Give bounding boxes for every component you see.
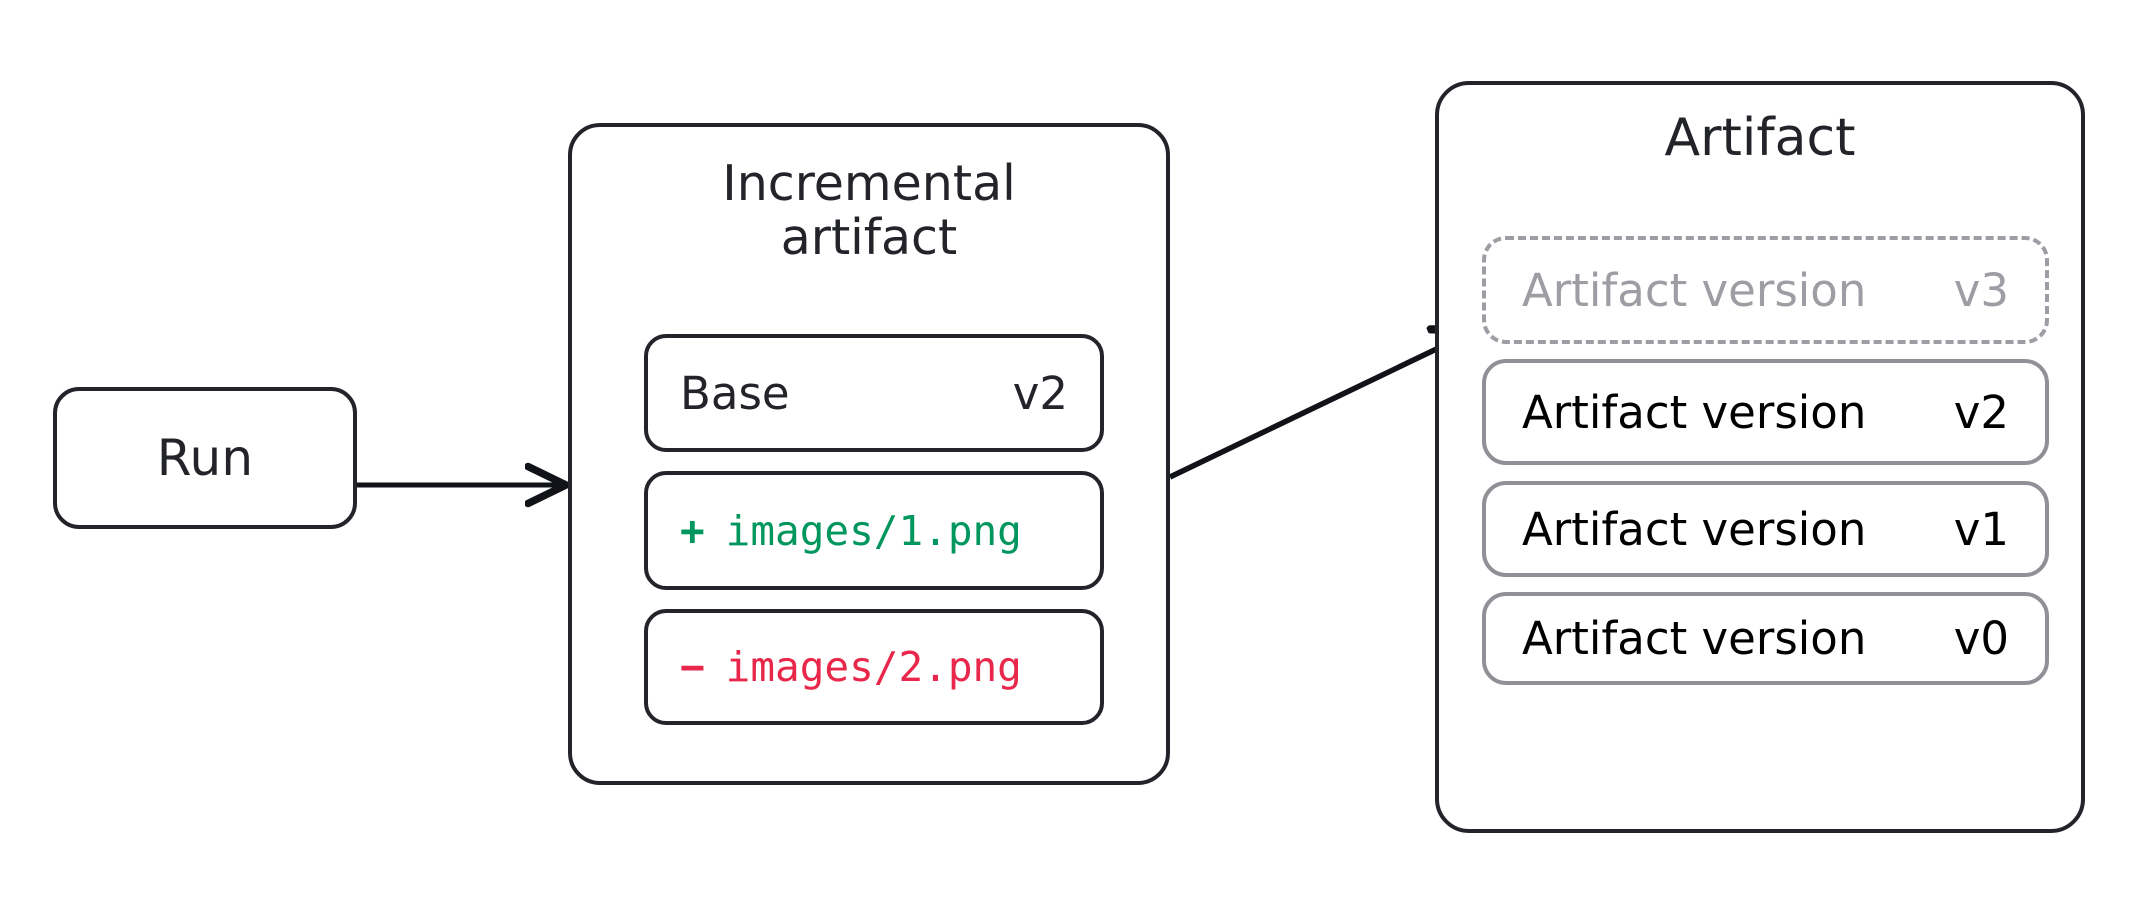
run-node[interactable]: Run (53, 387, 357, 529)
artifact-version-row-v3[interactable]: Artifact version v3 (1482, 236, 2049, 344)
artifact-version-row-v2[interactable]: Artifact version v2 (1482, 359, 2049, 465)
artifact-version-row-v1-value: v1 (1953, 502, 2009, 556)
artifact-version-row-v1-label: Artifact version (1522, 502, 1867, 556)
artifact-version-row-v0-value: v0 (1953, 612, 2009, 665)
incremental-row-added-path: images/1.png (725, 506, 1022, 555)
incremental-row-removed-content: − images/2.png (680, 643, 1022, 691)
incremental-row-removed-path: images/2.png (725, 643, 1022, 691)
incremental-row-base-label: Base (680, 366, 790, 420)
artifact-version-row-v1[interactable]: Artifact version v1 (1482, 481, 2049, 577)
run-node-label: Run (156, 428, 254, 487)
incremental-row-base-version: v2 (1012, 366, 1068, 420)
artifact-version-row-v3-value: v3 (1953, 263, 2009, 317)
minus-icon: − (680, 643, 705, 691)
artifact-node[interactable]: Artifact Artifact version v3 Artifact ve… (1435, 81, 2085, 833)
incremental-row-base[interactable]: Base v2 (644, 334, 1104, 452)
artifact-version-row-v0[interactable]: Artifact version v0 (1482, 592, 2049, 685)
artifact-version-row-v0-label: Artifact version (1522, 612, 1867, 665)
artifact-version-row-v2-value: v2 (1953, 385, 2009, 439)
incremental-artifact-title: Incremental artifact (722, 155, 1016, 266)
incremental-row-removed[interactable]: − images/2.png (644, 609, 1104, 725)
incremental-row-added[interactable]: + images/1.png (644, 471, 1104, 590)
arrow-incremental-to-artifact (1168, 331, 1474, 480)
incremental-row-added-content: + images/1.png (680, 507, 1022, 555)
artifact-version-row-v3-label: Artifact version (1522, 263, 1867, 317)
plus-icon: + (680, 506, 705, 555)
incremental-artifact-node[interactable]: Incremental artifact Base v2 + images/1.… (568, 123, 1170, 785)
artifact-version-row-v2-label: Artifact version (1522, 385, 1867, 439)
artifact-title: Artifact (1664, 108, 1856, 168)
